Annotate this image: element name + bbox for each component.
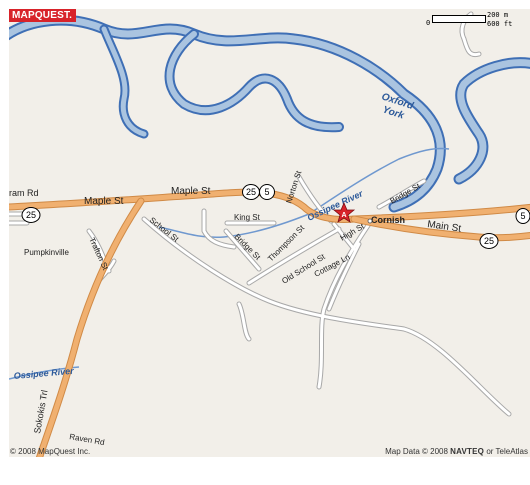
label-main-st: Main St bbox=[427, 219, 462, 235]
scale-bar: 0 200 m 600 ft bbox=[426, 11, 524, 33]
scale-zero: 0 bbox=[426, 19, 431, 27]
mapquest-logo[interactable]: MAPQUEST. bbox=[9, 9, 77, 22]
svg-text:25: 25 bbox=[26, 210, 36, 220]
river-layer bbox=[9, 14, 530, 380]
label-norton-st: Norton St bbox=[284, 169, 303, 205]
route-25-shield-left: 25 bbox=[21, 207, 41, 223]
label-maple-st-2: Maple St bbox=[171, 186, 211, 197]
river-ossipee-lower bbox=[158, 213, 310, 239]
route-25-shield-right: 25 bbox=[479, 233, 499, 249]
scale-bar-graphic bbox=[432, 15, 486, 23]
label-cornish: Cornish bbox=[371, 215, 405, 225]
location-dot bbox=[367, 218, 373, 224]
river-loop-inner bbox=[166, 31, 342, 131]
label-raven-rd: Raven Rd bbox=[69, 432, 106, 447]
map-viewport[interactable]: Oxford York Ossipee River Ossipee River … bbox=[9, 9, 530, 457]
scale-feet: 600 ft bbox=[487, 20, 513, 28]
river-oxford-inner bbox=[9, 16, 444, 211]
scale-meters: 200 m bbox=[487, 11, 509, 19]
map-labels: Oxford York Ossipee River Ossipee River … bbox=[9, 91, 462, 447]
svg-text:25: 25 bbox=[246, 187, 256, 197]
label-pumpkinville: Pumpkinville bbox=[24, 248, 69, 257]
route-shields: 25 25 5 25 5 bbox=[21, 184, 530, 249]
route-25-shield-center: 25 bbox=[242, 184, 260, 200]
label-king-st: King St bbox=[234, 213, 261, 222]
svg-text:5: 5 bbox=[520, 211, 525, 221]
svg-text:5: 5 bbox=[264, 187, 269, 197]
star-marker-icon[interactable] bbox=[332, 201, 356, 223]
label-ram-rd: ram Rd bbox=[9, 188, 39, 198]
svg-text:25: 25 bbox=[484, 236, 494, 246]
label-maple-st-1: Maple St bbox=[84, 196, 124, 207]
location-marker-a[interactable]: A bbox=[332, 201, 373, 224]
route-5-shield-center: 5 bbox=[259, 184, 275, 200]
navteq-brand: NAVTEQ bbox=[450, 447, 485, 456]
map-data-suffix: or TeleAtlas bbox=[486, 447, 528, 456]
map-data-credit: Map Data © 2008 NAVTEQ or TeleAtlas bbox=[385, 447, 528, 456]
river-ossipee-top bbox=[308, 147, 450, 215]
highways bbox=[9, 188, 530, 457]
minor-roads bbox=[9, 11, 512, 417]
map-data-prefix: Map Data © 2008 bbox=[385, 447, 448, 456]
copyright-text: © 2008 MapQuest Inc. bbox=[10, 447, 91, 456]
marker-letter: A bbox=[341, 212, 346, 219]
map-canvas[interactable]: Oxford York Ossipee River Ossipee River … bbox=[9, 9, 530, 457]
river-west-inner bbox=[101, 26, 147, 137]
river-east-inner bbox=[455, 59, 530, 183]
route-5-shield-right: 5 bbox=[515, 208, 530, 224]
river-oxford-main bbox=[9, 14, 446, 213]
